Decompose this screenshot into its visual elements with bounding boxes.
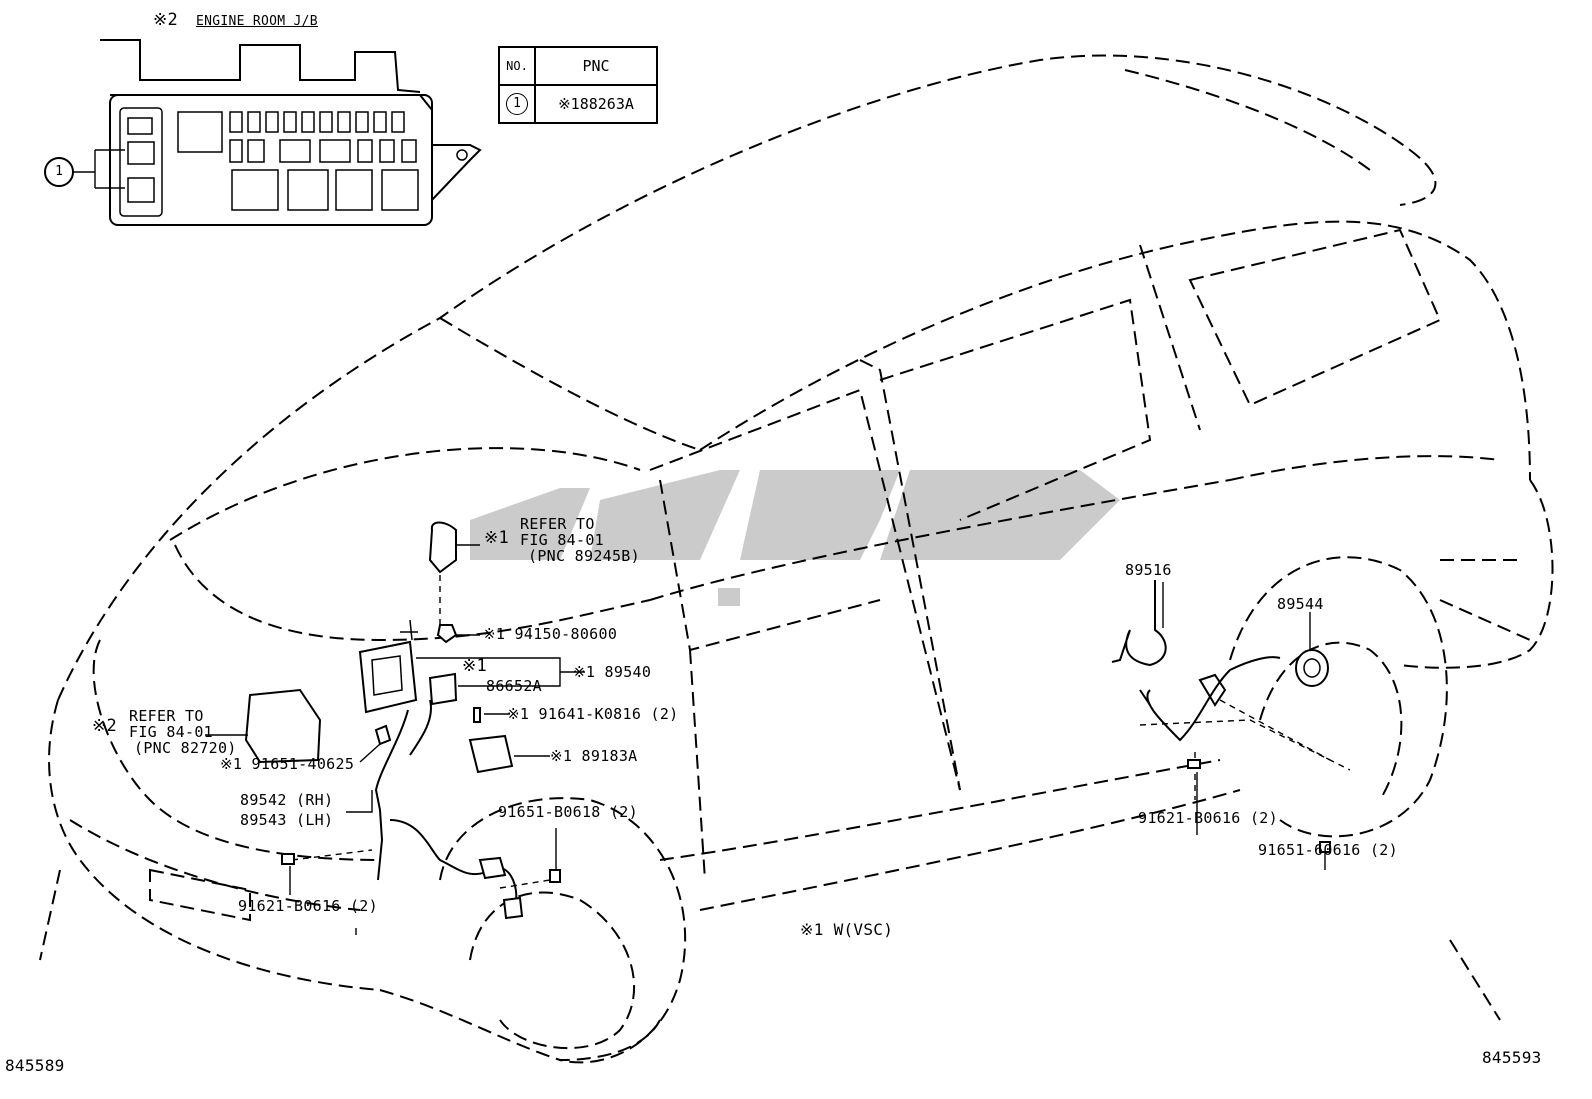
- refer2-mark: ※2: [92, 716, 118, 736]
- figure-ref-left: 845589: [5, 1056, 65, 1075]
- part-89516: 89516: [1125, 561, 1172, 579]
- engine-room-jb-drawing: [72, 39, 482, 226]
- part-91651-60616: 91651-60616 (2): [1258, 841, 1398, 859]
- part-89544: 89544: [1277, 595, 1324, 613]
- pnc-row-no-circle: 1: [506, 93, 528, 115]
- part-94150-80600: ※1 94150-80600: [483, 625, 618, 643]
- part-89542-rh: 89542 (RH): [240, 791, 334, 809]
- part-86652a-mark: ※1: [462, 656, 488, 676]
- part-91651-b0618: 91651-B0618 (2): [498, 803, 638, 821]
- refer2-line3: (PNC 82720): [134, 739, 237, 757]
- pnc-row-pnc: ※188263A: [534, 84, 658, 124]
- part-89540: ※1 89540: [573, 663, 652, 681]
- front-abs-parts-drawing: [205, 521, 585, 935]
- jb-callout-1: 1: [44, 157, 74, 187]
- vsc-note: ※1 W(VSC): [800, 920, 894, 939]
- refer1-line3: (PNC 89245B): [528, 547, 640, 565]
- pnc-table: NO. PNC 1 ※188263A: [498, 46, 658, 124]
- refer1-line1: REFER TO: [520, 515, 595, 533]
- refer2-line2: FIG 84-01: [129, 723, 213, 741]
- refer1-line2: FIG 84-01: [520, 531, 604, 549]
- part-91621-b0616-rear: 91621-B0616 (2): [1138, 809, 1278, 827]
- pnc-header-no: NO.: [498, 46, 536, 86]
- rear-speed-sensor-drawing: [1111, 580, 1351, 870]
- part-91641-k0816: ※1 91641-K0816 (2): [507, 705, 679, 723]
- jb-title-mark: ※2: [153, 10, 179, 30]
- part-91651-40625: ※1 91651-40625: [220, 755, 355, 773]
- part-89183a: ※1 89183A: [550, 747, 638, 765]
- refer1-mark: ※1: [484, 528, 510, 548]
- pnc-row-no: 1: [498, 84, 536, 124]
- part-86652a: 86652A: [486, 677, 542, 695]
- jb-title: ENGINE ROOM J/B: [196, 14, 318, 29]
- part-89543-lh: 89543 (LH): [240, 811, 334, 829]
- watermark-logo: [470, 470, 1120, 606]
- refer2-line1: REFER TO: [129, 707, 204, 725]
- pnc-header-pnc: PNC: [534, 46, 658, 86]
- figure-ref-right: 845593: [1482, 1048, 1542, 1067]
- part-91621-b0616-front: 91621-B0616 (2): [238, 897, 378, 915]
